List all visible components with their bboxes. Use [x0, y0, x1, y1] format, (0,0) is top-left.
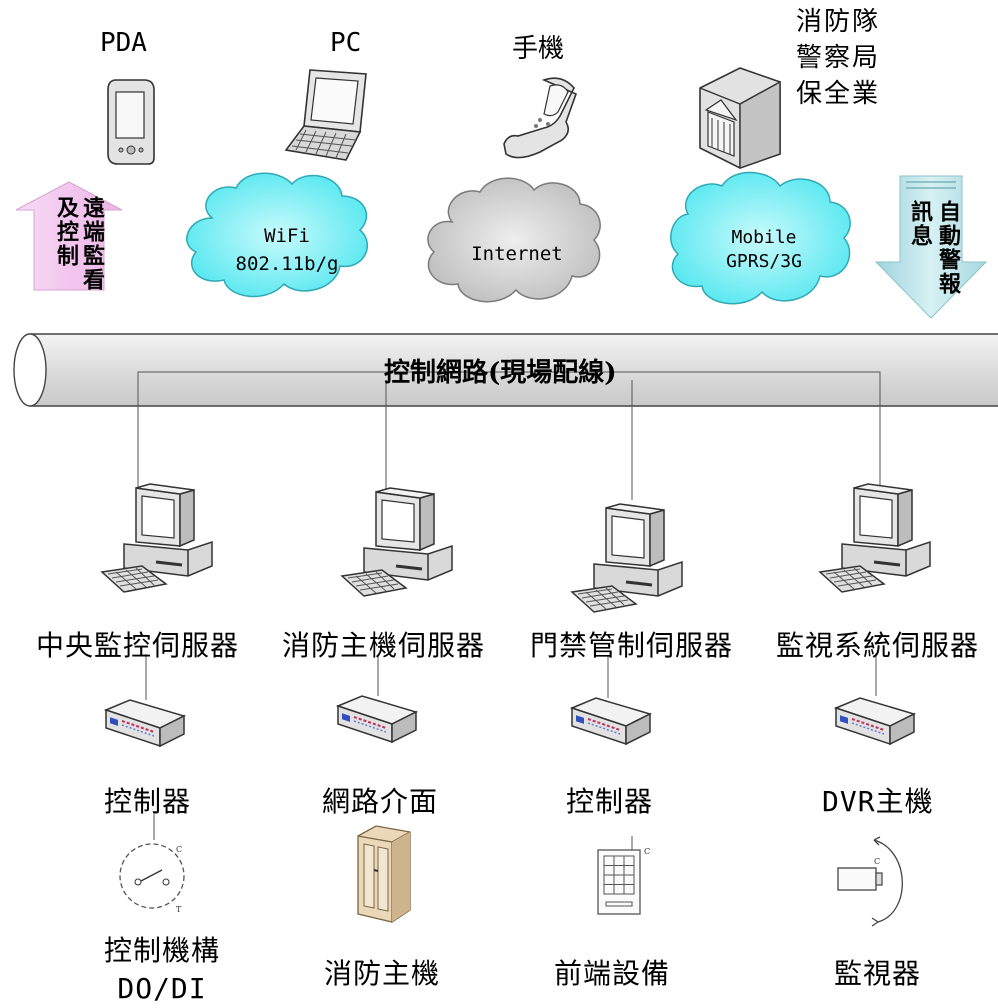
fire-panel-icon	[357, 825, 411, 923]
wifi-standard-label: 802.11b/g	[235, 253, 339, 275]
agency-label-fire: 消防隊	[796, 7, 881, 37]
camera-icon: C	[837, 836, 903, 927]
controller-box-icon	[835, 697, 915, 745]
workstation-icon	[570, 502, 684, 614]
control-network-pipe	[13, 333, 998, 407]
controller-label-access: 控制器	[566, 785, 654, 818]
controller-label-central: 控制器	[104, 785, 192, 818]
endpoint-label-mechanism-line2: DO/DI	[117, 972, 207, 1005]
pda-icon	[107, 79, 155, 165]
controller-label-dvr: DVR主機	[822, 785, 934, 818]
server-label-cctv: 監視系統伺服器	[776, 629, 980, 662]
pc-label: PC	[330, 28, 362, 58]
endpoint-label-monitor: 監視器	[834, 957, 922, 990]
pipe-label: 控制網路(現場配線)	[384, 358, 617, 388]
svg-text:T: T	[176, 905, 182, 914]
endpoint-label-mechanism-line1: 控制機構	[104, 934, 221, 967]
keypad-icon: C	[597, 847, 650, 915]
mobile-cloud	[670, 171, 851, 305]
remote-monitor-arrow	[15, 181, 123, 291]
internet-cloud	[427, 177, 601, 303]
phone-icon	[503, 77, 578, 159]
server-label-fire: 消防主機伺服器	[282, 629, 486, 662]
server-label-central: 中央監控伺服器	[36, 629, 240, 662]
agency-label-security: 保全業	[796, 79, 881, 109]
arrow-left-col2: 遠端監看	[79, 196, 105, 292]
wifi-cloud-text: WiFi 802.11b/g	[222, 222, 352, 278]
controller-label-fire: 網路介面	[322, 785, 439, 818]
svg-text:C: C	[644, 847, 650, 856]
arrow-right-col2: 自動警報	[935, 200, 961, 296]
endpoint-label-frontend: 前端設備	[554, 957, 671, 990]
mobile-standard-label: GPRS/3G	[726, 251, 802, 272]
switch-mechanism-icon: C T	[119, 843, 185, 914]
controller-box-icon	[571, 697, 651, 745]
internet-label: Internet	[471, 243, 563, 265]
mobile-label: Mobile	[731, 227, 797, 248]
workstation-icon	[340, 486, 454, 598]
server-label-access: 門禁管制伺服器	[530, 629, 734, 662]
arrow-right-col1: 訊息	[907, 200, 933, 248]
pda-label: PDA	[100, 28, 147, 58]
controller-box-icon	[337, 695, 417, 743]
connection-lines	[137, 371, 881, 850]
phone-label: 手機	[512, 34, 565, 64]
workstation-icon	[818, 482, 932, 594]
wifi-label: WiFi	[264, 225, 310, 247]
workstation-icon	[100, 482, 214, 594]
svg-text:C: C	[874, 857, 880, 866]
laptop-icon	[284, 69, 367, 161]
endpoint-label-fire-host: 消防主機	[324, 957, 441, 990]
building-icon	[699, 67, 781, 169]
agency-labels: 消防隊 警察局 保全業	[796, 4, 880, 112]
auto-alarm-arrow	[874, 175, 988, 319]
wifi-cloud	[186, 172, 369, 298]
svg-text:C: C	[176, 845, 182, 854]
arrow-left-col1: 及控制	[53, 196, 79, 268]
endpoint-label-mechanism: 控制機構 DO/DI	[104, 932, 220, 1008]
mobile-cloud-text: Mobile GPRS/3G	[694, 226, 834, 274]
agency-label-police: 警察局	[796, 43, 881, 73]
controller-box-icon	[105, 699, 185, 747]
